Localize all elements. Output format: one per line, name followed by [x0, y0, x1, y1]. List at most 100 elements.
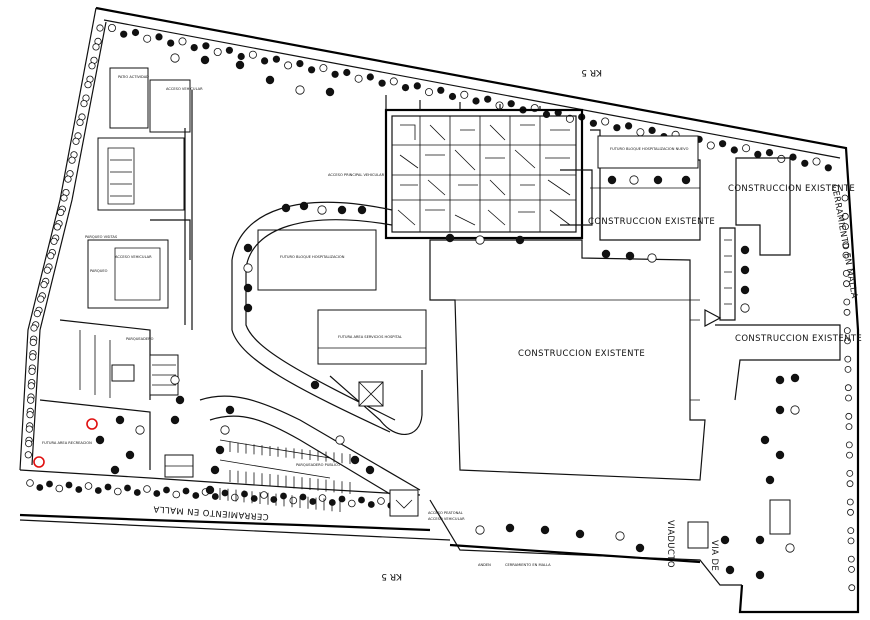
tree: [357, 205, 367, 215]
tree: [719, 140, 727, 148]
tree: [36, 484, 44, 491]
tree: [350, 455, 360, 465]
tree: [437, 86, 445, 94]
tree: [143, 485, 151, 493]
tag-park-left: PARQUEO: [90, 269, 108, 273]
tree: [284, 61, 293, 70]
tree: [589, 119, 598, 127]
tree: [765, 149, 774, 157]
future-hospitalization-block: [257, 229, 377, 291]
tree: [484, 95, 492, 103]
tree: [124, 484, 131, 492]
tree: [347, 499, 356, 508]
tree: [243, 303, 253, 313]
tag-parqueo: PARQUEO VISITAS: [85, 235, 118, 239]
tree: [845, 441, 853, 449]
tag-patio: PATIO ACTIVIDAD: [118, 75, 149, 79]
tree: [625, 251, 635, 261]
tree: [172, 490, 181, 499]
tree: [37, 295, 45, 303]
tree: [243, 263, 253, 273]
tree: [243, 283, 253, 293]
tree: [270, 496, 278, 503]
tree: [170, 415, 180, 425]
tree: [842, 223, 849, 231]
tree: [754, 150, 762, 158]
tag-acceso-peatonal: ACCESO PEATONAL: [428, 511, 463, 515]
tree: [331, 70, 339, 78]
tree: [775, 405, 785, 415]
tree: [200, 55, 210, 65]
tree: [740, 245, 750, 255]
tag-acceso-vehic: ACCESO VEHICULAR: [115, 255, 152, 259]
tree: [108, 23, 117, 32]
tree: [68, 156, 76, 164]
tree: [790, 405, 800, 415]
tree: [84, 81, 92, 89]
tree: [540, 525, 550, 535]
curved-access-road: [231, 201, 423, 435]
tree: [842, 241, 850, 249]
street-label-bottom: KR 5: [381, 571, 402, 581]
tree: [847, 537, 855, 545]
tree: [824, 164, 832, 172]
tree: [265, 75, 275, 85]
tree: [33, 309, 41, 318]
tree: [60, 194, 68, 202]
tree: [26, 411, 34, 419]
tree: [241, 490, 248, 498]
tree: [50, 237, 58, 245]
tree: [389, 77, 398, 86]
tree: [377, 497, 385, 505]
tree: [801, 159, 809, 167]
tree: [755, 535, 765, 545]
tree: [53, 223, 61, 231]
tree: [250, 495, 258, 502]
tree: [243, 243, 253, 253]
tree: [231, 493, 239, 502]
tree: [777, 154, 786, 163]
tree: [281, 203, 291, 213]
tree: [30, 324, 38, 332]
tree: [261, 57, 269, 65]
existing-construction-north-east: [590, 129, 701, 241]
tree: [842, 251, 850, 259]
tree: [115, 415, 125, 425]
tree: [740, 265, 750, 275]
tag-publico: PARQUEADERO PUBLICO: [296, 463, 340, 467]
tree: [413, 82, 421, 90]
tree: [28, 367, 36, 375]
tree: [445, 233, 455, 243]
tree: [299, 201, 309, 211]
tree: [720, 535, 730, 545]
tree: [325, 87, 335, 97]
tree: [319, 64, 328, 73]
tree: [309, 498, 317, 505]
tree: [80, 100, 88, 108]
tree: [613, 124, 621, 132]
tree: [170, 375, 180, 385]
tree: [740, 303, 750, 313]
tree: [205, 485, 215, 495]
tree: [92, 43, 100, 51]
tree: [424, 88, 433, 97]
tree: [104, 483, 112, 491]
tree: [135, 425, 145, 435]
tree: [848, 584, 856, 592]
tree: [846, 451, 853, 459]
tree: [272, 55, 280, 63]
tag-parking: PARQUEADERO: [126, 337, 154, 341]
tree: [260, 491, 268, 499]
tree: [215, 445, 225, 455]
tree: [88, 62, 96, 70]
tree: [210, 465, 220, 475]
tree: [27, 396, 35, 404]
tree: [27, 382, 35, 390]
tree-row-east: [841, 194, 856, 592]
tree: [789, 153, 797, 161]
tree: [167, 39, 175, 47]
existing-label-east-mid: CONSTRUCCION EXISTENTE: [735, 334, 862, 344]
tree-row-north: [108, 23, 832, 172]
tree: [366, 73, 374, 81]
tag-acceso-principal: ACCESO PRINCIPAL VEHICULAR: [328, 173, 385, 177]
